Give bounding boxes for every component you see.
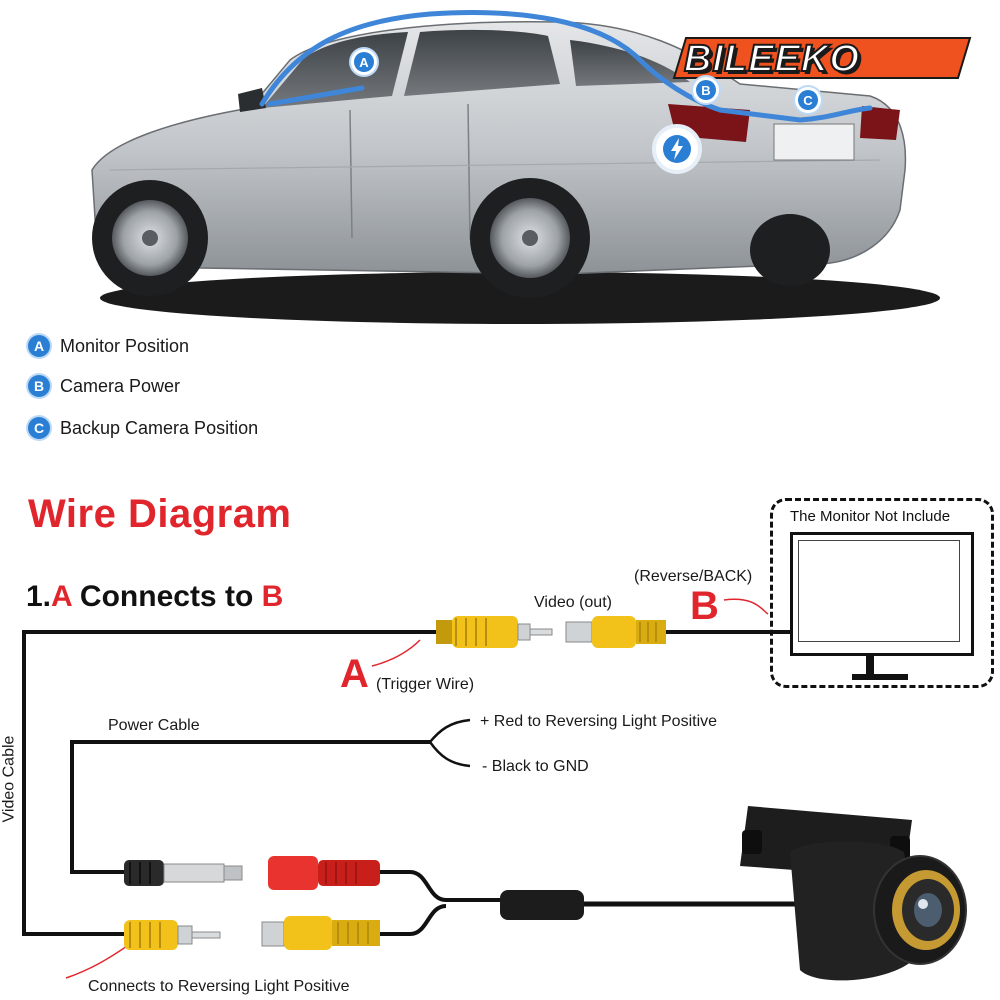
monitor-icon (790, 532, 974, 656)
monitor-note: The Monitor Not Include (790, 508, 951, 525)
step-to: B (261, 580, 284, 613)
rca-connector-icon (124, 920, 221, 950)
step-heading: 1.A Connects to B (26, 580, 283, 614)
step-middle: Connects to (71, 580, 262, 613)
car-wheel-front (92, 180, 208, 296)
car-shadow (100, 272, 940, 324)
camera-icon (740, 806, 967, 981)
dc-socket-icon (268, 856, 380, 890)
legend-label: Monitor Position (60, 335, 190, 356)
brand-logo-text: BILEEKO (683, 37, 860, 81)
monitor-screen-inner (798, 540, 960, 642)
legend-item-camera-power: B Camera Power (28, 372, 180, 400)
power-cable-line (70, 740, 430, 874)
step-number: 1. (26, 580, 52, 613)
car-window-rear (404, 29, 560, 97)
car-marker-c: C (798, 90, 818, 110)
video-cable-label: Video Cable (0, 735, 18, 823)
legend-item-monitor-position: A Monitor Position (28, 332, 189, 360)
dc-plug-icon (124, 860, 243, 886)
rca-connector-icon (436, 616, 553, 648)
trigger-wire-label: (Trigger Wire) (376, 676, 475, 693)
video-out-label: Video (out) (534, 594, 612, 611)
reverse-back-label: (Reverse/BACK) (634, 568, 753, 585)
video-cable-line (22, 630, 436, 936)
black-wire-label: - Black to GND (482, 758, 589, 775)
wire-route (259, 10, 873, 123)
red-wire-label: + Red to Reversing Light Positive (480, 713, 718, 730)
car-window-front (262, 32, 408, 108)
monitor-not-included-box (770, 498, 994, 688)
legend-item-backup-camera-position: C Backup Camera Position (28, 414, 258, 442)
reversing-light-label: Connects to Reversing Light Positive (88, 978, 350, 995)
legend-label: Backup Camera Position (60, 417, 259, 438)
bolt-icon (652, 124, 702, 174)
legend-label: Camera Power (60, 375, 181, 396)
legend-badge: A (28, 335, 50, 357)
point-b-label: B (690, 584, 719, 628)
legend-badge: C (28, 417, 50, 439)
legend-badge: B (28, 375, 50, 397)
rca-connector-icon (261, 916, 380, 950)
car-mirror (238, 88, 266, 112)
rca-connector-icon (565, 616, 666, 648)
brand-badge (672, 37, 972, 79)
car-wheel-rear (470, 178, 590, 298)
car-marker-a: A (354, 52, 374, 72)
car-license-plate (773, 123, 855, 161)
step-from: A (51, 580, 72, 613)
car-wheel-back (750, 214, 830, 286)
car-marker-b: B (696, 80, 716, 100)
point-a-label: A (340, 652, 369, 696)
diagram-title: Wire Diagram (28, 492, 292, 536)
cable-junction (500, 890, 584, 920)
power-cable-label: Power Cable (108, 717, 200, 734)
